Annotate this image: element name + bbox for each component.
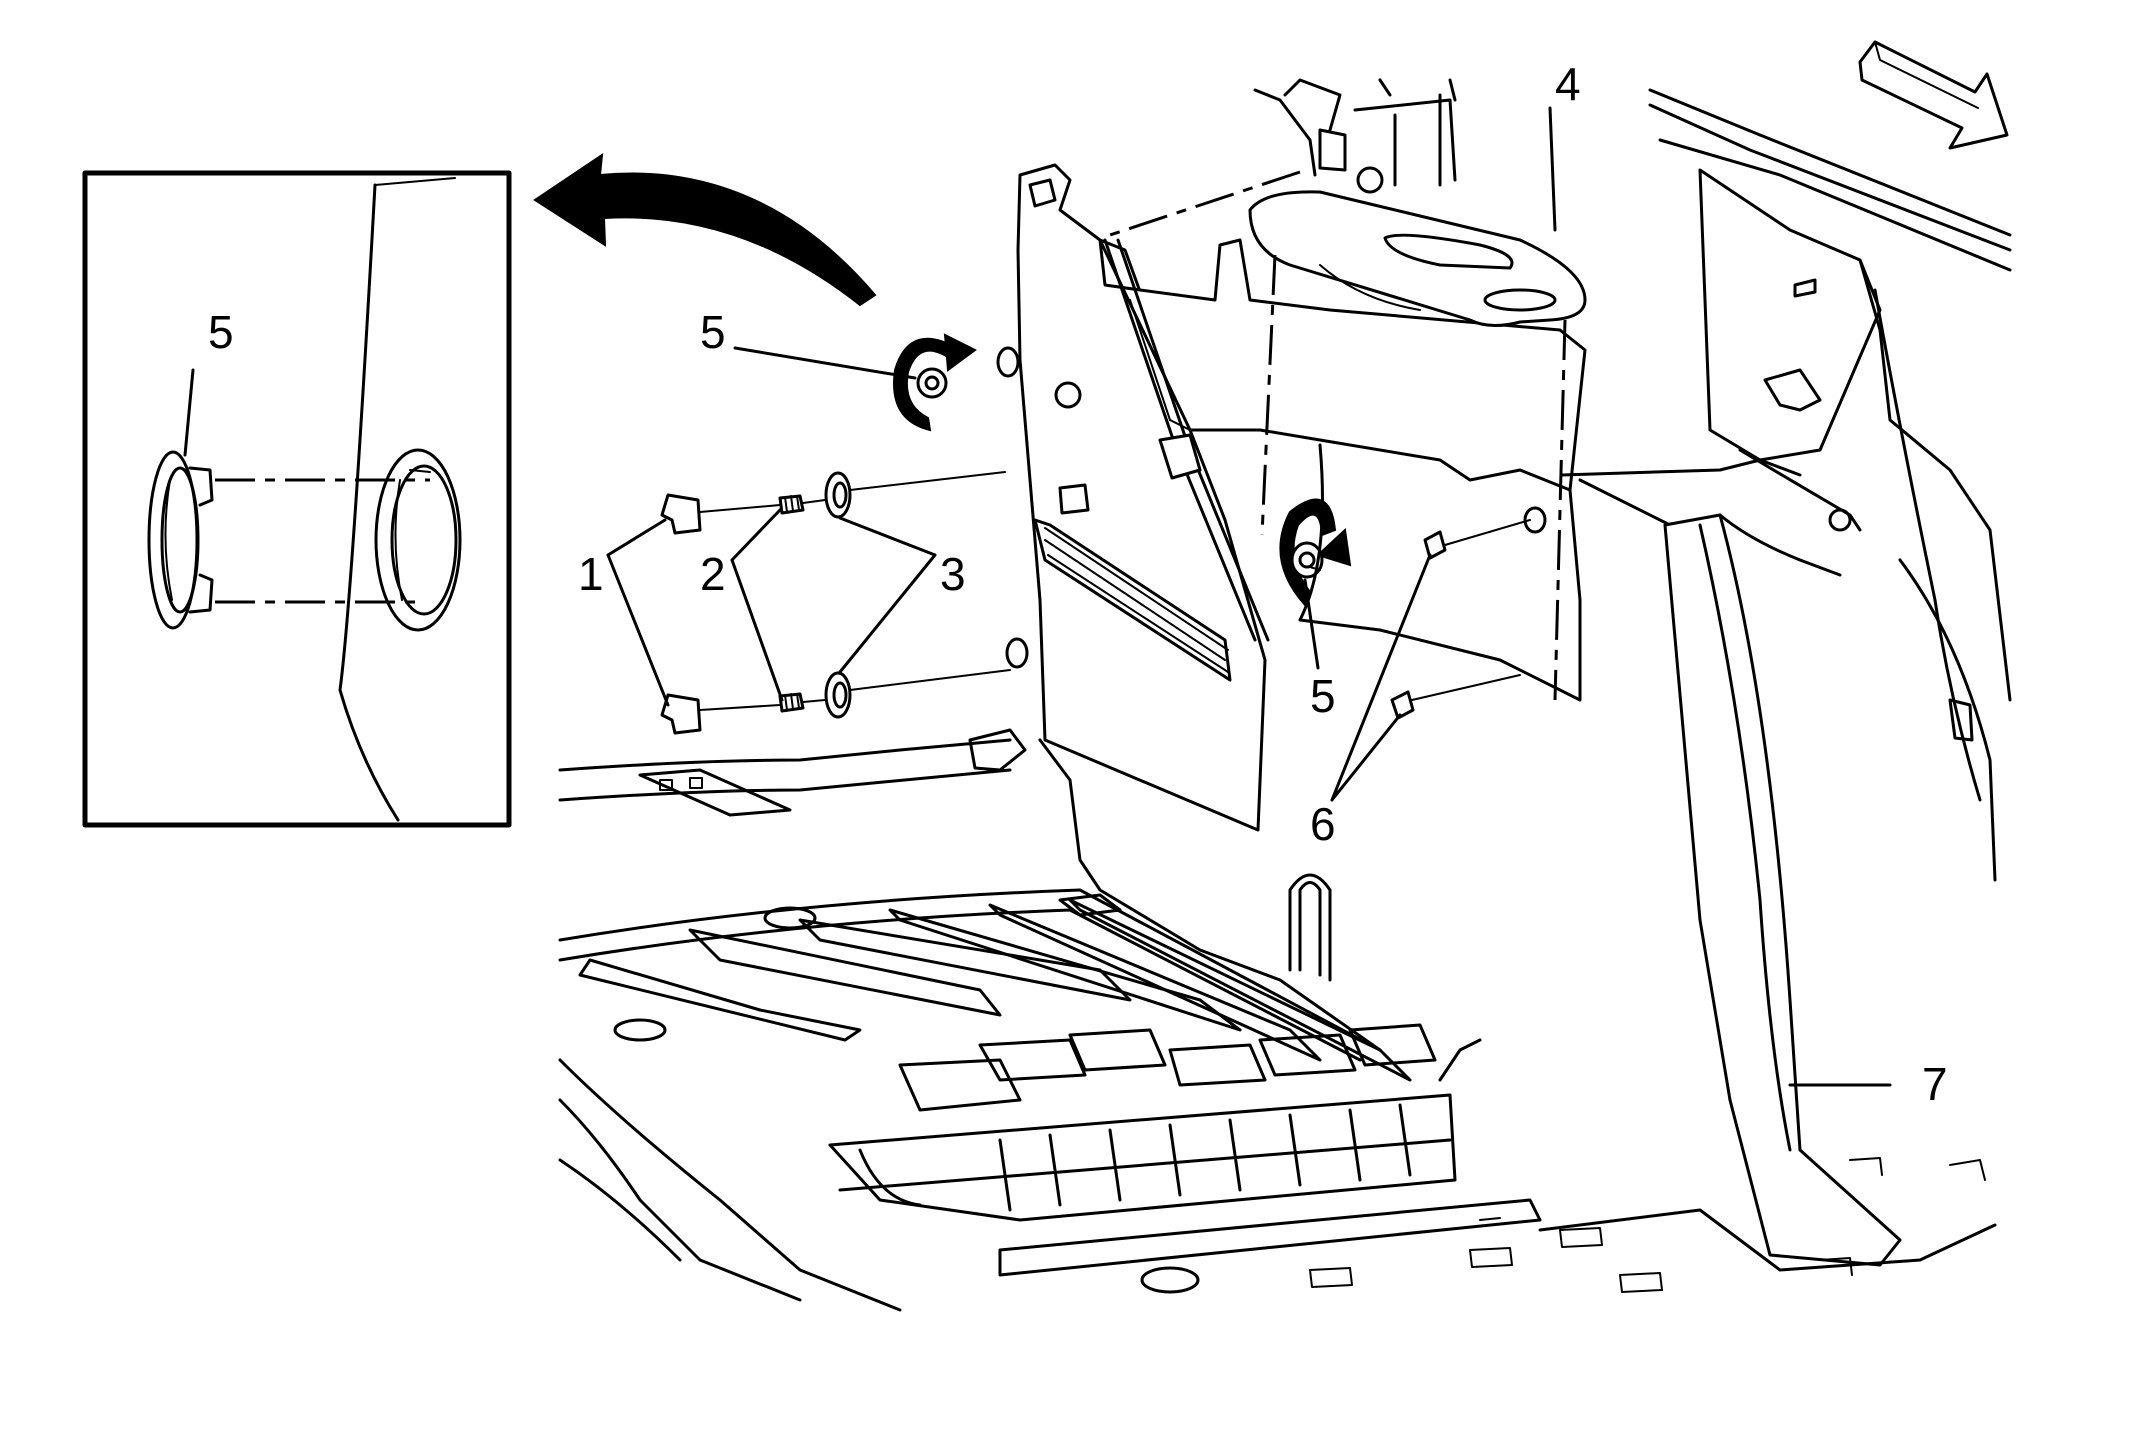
leader-3 bbox=[838, 516, 937, 674]
tie-down-loop bbox=[1288, 873, 1332, 982]
screw-6-lower bbox=[1390, 674, 1521, 720]
leader-6 bbox=[1330, 553, 1432, 802]
callout-4: 4 bbox=[1555, 58, 1581, 110]
leader-lines bbox=[606, 106, 1557, 802]
inset-retainer-pin bbox=[147, 450, 214, 630]
seat-belt-guide bbox=[1763, 368, 1822, 412]
callout-2: 2 bbox=[700, 548, 726, 600]
curved-detail-arrow-icon bbox=[533, 152, 877, 307]
quarter-trim-panel bbox=[996, 163, 1267, 832]
floor-bracket bbox=[638, 768, 792, 817]
leader-2 bbox=[730, 508, 784, 702]
inset-frame bbox=[82, 170, 512, 828]
trim-cap-4 bbox=[1248, 190, 1587, 327]
leader-5-inset bbox=[183, 368, 195, 457]
upper-trim-panel bbox=[1098, 238, 1587, 702]
callout-6: 6 bbox=[1310, 798, 1336, 850]
floor-anchor bbox=[968, 728, 1027, 772]
callout-5-center: 5 bbox=[1310, 670, 1336, 722]
inset-panel-edge bbox=[338, 183, 400, 822]
clip-1-lower bbox=[660, 693, 702, 735]
floor-cross-rails bbox=[828, 1023, 1997, 1294]
counterclockwise-rotation-icon bbox=[1279, 498, 1352, 607]
clip-1-upper bbox=[660, 493, 702, 535]
callout-3: 3 bbox=[940, 548, 966, 600]
front-direction-arrow-icon bbox=[1858, 40, 2009, 150]
leader-1 bbox=[606, 518, 670, 707]
fastener-set-upper bbox=[660, 471, 1006, 535]
right-body-panel bbox=[1560, 88, 2012, 802]
callout-1: 1 bbox=[578, 548, 604, 600]
screw-6-upper bbox=[1423, 506, 1547, 560]
leader-5-center bbox=[1303, 578, 1320, 670]
seat-belt-strap bbox=[1103, 238, 1270, 642]
callout-5-inset: 5 bbox=[208, 306, 234, 358]
leader-5-left bbox=[733, 346, 917, 380]
detail-inset bbox=[82, 170, 512, 828]
cargo-floor bbox=[558, 728, 1412, 1312]
quarter-lower-trim-7 bbox=[1663, 513, 1902, 1267]
fastener-set-lower bbox=[660, 669, 1011, 735]
inset-panel-hole bbox=[374, 448, 462, 632]
trim-panel-grille bbox=[1033, 518, 1232, 682]
callout-labels: 1 2 3 4 5 5 5 6 7 bbox=[208, 58, 1948, 1110]
leader-4 bbox=[1548, 106, 1557, 232]
counterclockwise-rotation-icon bbox=[893, 333, 977, 432]
body-upper-structure bbox=[1253, 78, 1457, 194]
callout-7: 7 bbox=[1922, 1058, 1948, 1110]
callout-5-left: 5 bbox=[700, 306, 726, 358]
